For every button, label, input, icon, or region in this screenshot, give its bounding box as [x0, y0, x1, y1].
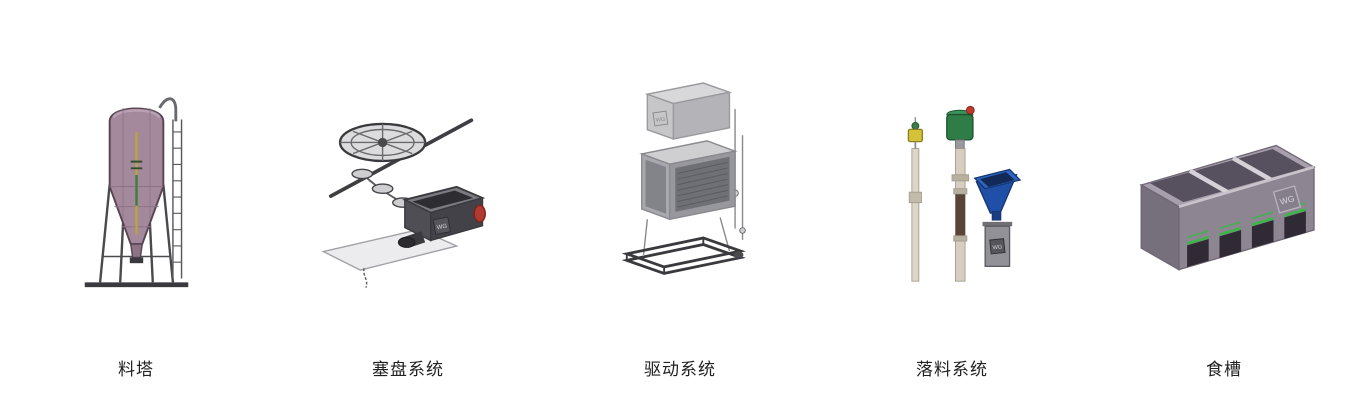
wg-logo: WG [432, 216, 451, 235]
silo-fill-pipe [157, 97, 177, 122]
feed-trough-illustration: WG [1139, 144, 1316, 271]
product-plug-disc-system[interactable]: WG 塞盘系统 [272, 0, 544, 415]
svg-text:WG: WG [1279, 193, 1296, 207]
product-drop-feed-system[interactable]: WG 落料系统 [816, 0, 1088, 415]
floor-frame [621, 236, 746, 275]
product-label-feed-tower: 料塔 [118, 360, 154, 379]
product-label-drop-feed-system: 落料系统 [916, 360, 988, 379]
svg-text:WG: WG [655, 117, 665, 124]
corner-wheel [338, 122, 426, 163]
silo-marking [130, 160, 142, 170]
wg-logo: WG [989, 238, 1006, 255]
product-label-plug-disc-system: 塞盘系统 [372, 360, 444, 379]
silo-ladder [171, 119, 182, 279]
feeding-openings [1187, 211, 1306, 267]
product-feed-trough[interactable]: WG 食槽 [1088, 0, 1360, 415]
plug-disc-system-image: WG [272, 0, 544, 330]
plug-disc-system-illustration: WG [320, 118, 486, 288]
product-drive-system[interactable]: WG [544, 0, 816, 415]
trough-opening [1139, 144, 1316, 208]
feed-hopper [973, 168, 1022, 221]
drop-box: WG [982, 221, 1013, 267]
sensor-tube [908, 148, 922, 282]
plug-chain [350, 168, 414, 208]
wg-logo: WG [652, 110, 669, 127]
drive-cabinet [639, 140, 738, 221]
drop-tube [951, 148, 970, 282]
vent-panel [677, 161, 728, 208]
drive-motor [946, 105, 975, 150]
feed-tower-illustration [84, 97, 188, 288]
divider-bars [1188, 156, 1272, 195]
drive-system-illustration: WG [621, 82, 746, 275]
drive-cover: WG [644, 82, 733, 141]
product-feed-tower[interactable]: 料塔 [0, 0, 272, 415]
frame-roller [734, 251, 744, 259]
outlet-cylinder [397, 231, 425, 248]
product-label-feed-trough: 食槽 [1206, 360, 1242, 379]
silo-outlet [129, 243, 143, 264]
level-sensor [907, 117, 923, 149]
svg-text:WG: WG [436, 224, 448, 232]
feeder-box [401, 185, 485, 242]
wg-logo: WG [1272, 185, 1302, 214]
silo-base [84, 282, 188, 288]
green-strips [1186, 202, 1307, 245]
drop-feed-system-illustration: WG [907, 105, 1022, 282]
drive-system-image: WG [544, 0, 816, 330]
motor-cap [472, 204, 486, 223]
svg-text:WG: WG [992, 244, 1002, 251]
hanging-chain [362, 268, 367, 288]
feed-trough-image: WG [1088, 0, 1360, 330]
feed-tower-image [0, 0, 272, 330]
product-label-drive-system: 驱动系统 [644, 360, 716, 379]
drop-feed-system-image: WG [816, 0, 1088, 330]
